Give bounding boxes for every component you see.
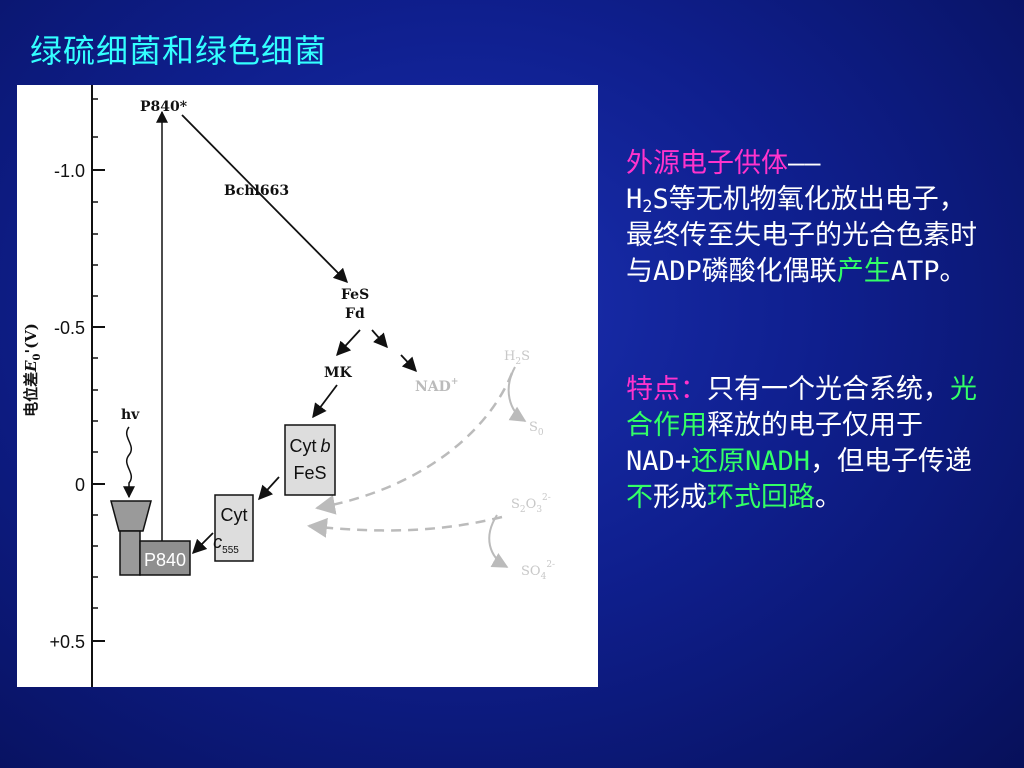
light-photon-arrow bbox=[123, 426, 135, 499]
y-axis-title: 电位差E0'(V) bbox=[22, 323, 43, 417]
atp-text: ATP。 bbox=[890, 256, 967, 287]
feature-text-1: 只有一个光合系统， bbox=[707, 374, 950, 405]
p840-box bbox=[139, 540, 191, 576]
text-block-donor: 外源电子供体—— H2S等无机物氧化放出电子，最终传至失电子的光合色素时与ADP磷… bbox=[626, 146, 986, 290]
arrow-cytc-to-p840 bbox=[191, 532, 214, 555]
term-produce: 产生 bbox=[836, 256, 891, 287]
label-s2o3: S2O32- bbox=[511, 493, 551, 515]
tick-label-zero: 0 bbox=[75, 475, 85, 495]
dashed-arrow-s2o3-to-cyt bbox=[307, 515, 503, 538]
label-mk: MK bbox=[324, 365, 352, 381]
term-features: 特点： bbox=[626, 374, 707, 405]
h2s-h: H bbox=[626, 184, 643, 215]
dash: —— bbox=[788, 148, 821, 179]
donor-description: S等无机物氧化放出电子，最终传至失电子的光合色素时与ADP磷酸化偶联 bbox=[626, 184, 977, 287]
cyt-c555-box bbox=[214, 494, 254, 562]
arrow-mk-to-cytb bbox=[312, 384, 338, 419]
label-so4: SO42- bbox=[521, 560, 555, 582]
label-s0: S0 bbox=[529, 420, 544, 438]
term-external-donor: 外源电子供体 bbox=[626, 148, 788, 179]
label-cyt-b-fes: FeS bbox=[293, 463, 326, 483]
term-reduce-nadh: 还原NADH bbox=[691, 446, 811, 477]
label-h2s: H2S bbox=[504, 349, 530, 367]
arrow-p840-to-fes bbox=[181, 114, 349, 284]
term-photosynthesis: 光合作用 bbox=[626, 374, 977, 441]
diagram-svg: -1.0 -0.5 0 +0.5 电位差E0'(V) P840* Bchl663… bbox=[22, 85, 555, 687]
slide-title: 绿硫细菌和绿色细菌 bbox=[30, 32, 328, 70]
arrow-cytb-to-cytc bbox=[258, 476, 280, 501]
label-nad: NAD+ bbox=[415, 377, 458, 395]
cyt-b-fes-box bbox=[284, 424, 336, 496]
feature-text-5: 。 bbox=[815, 482, 842, 513]
tick-label-neg-0-5: -0.5 bbox=[54, 318, 85, 338]
arrow-fd-to-mk bbox=[336, 329, 361, 357]
feature-text-2: 释放的电子仅用于NAD+ bbox=[626, 410, 923, 477]
tick-label-pos-0-5: +0.5 bbox=[49, 632, 85, 652]
major-ticks bbox=[92, 169, 105, 642]
text-block-features: 特点：只有一个光合系统，光合作用释放的电子仅用于NAD+还原NADH，但电子传递… bbox=[626, 372, 986, 516]
antenna-funnel-icon bbox=[110, 500, 152, 532]
label-p840: P840 bbox=[144, 550, 186, 570]
feature-text-3: ，但电子传递 bbox=[810, 446, 973, 477]
label-fes: FeS bbox=[341, 287, 369, 303]
label-cyt-c: Cyt bbox=[221, 505, 248, 525]
label-hv: hv bbox=[121, 407, 140, 423]
arrow-s2o3-to-so4 bbox=[488, 514, 509, 568]
dashed-arrow-h2s-to-cyt bbox=[315, 372, 514, 515]
label-c555: c555 bbox=[213, 532, 239, 556]
minor-ticks bbox=[92, 98, 98, 609]
antenna-stem bbox=[119, 530, 141, 576]
term-not: 不 bbox=[626, 482, 653, 513]
term-cyclic-loop: 环式回路 bbox=[707, 482, 815, 513]
electron-transport-diagram: -1.0 -0.5 0 +0.5 电位差E0'(V) P840* Bchl663… bbox=[17, 85, 598, 687]
label-fd: Fd bbox=[345, 306, 365, 322]
arrow-fd-to-nad-2 bbox=[400, 354, 417, 373]
tick-label-neg-1-0: -1.0 bbox=[54, 161, 85, 181]
arrow-fd-to-nad-1 bbox=[371, 329, 388, 349]
label-p840-excited: P840* bbox=[140, 99, 188, 115]
feature-text-4: 形成 bbox=[653, 482, 707, 513]
h2s-sub: 2 bbox=[642, 197, 653, 217]
